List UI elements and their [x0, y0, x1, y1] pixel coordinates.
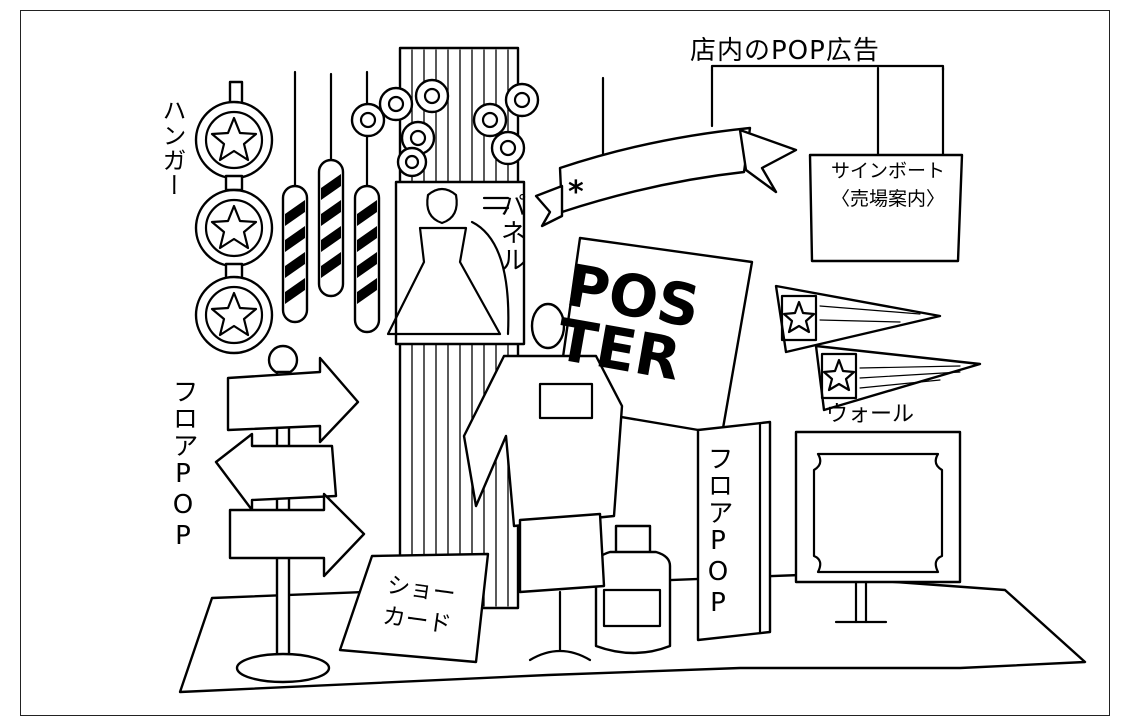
label-panel: パネル: [498, 192, 524, 273]
page-title: 店内のPOP広告: [690, 38, 880, 64]
label-floor-pop-center: フロアPOP: [705, 445, 731, 619]
label-sign-board: サインボート 〈売場案内〉: [818, 158, 958, 213]
ribbon-asterisk: *: [568, 178, 584, 208]
striped-tubes: [283, 160, 379, 332]
poster-text: POS TER: [553, 258, 704, 390]
hanger-medallions: [196, 82, 272, 353]
label-wall: ウォール: [826, 404, 914, 426]
sign-board-line-2: 〈売場案内〉: [818, 186, 958, 214]
bottle: [596, 526, 670, 653]
sign-board-line-1: サインボート: [818, 158, 958, 186]
pennant-flags: [776, 286, 980, 410]
label-hanger: ハンガー: [160, 98, 184, 198]
label-floor-pop-left: フロアPOP: [170, 378, 196, 552]
